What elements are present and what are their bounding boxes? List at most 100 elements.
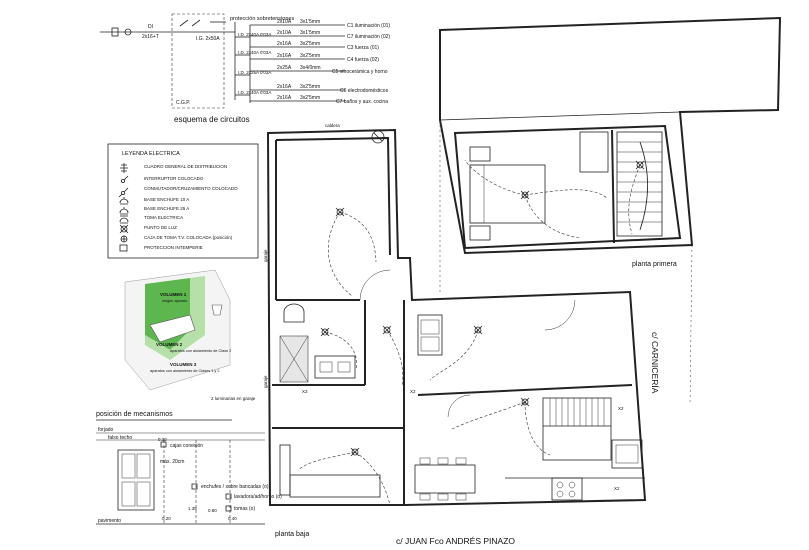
first-floor-stairs [616, 131, 663, 237]
washbasin [211, 304, 223, 316]
door-swing [544, 299, 576, 331]
legend-item: BASE ENCHUFE 25 A [119, 206, 189, 217]
light-point-icon [520, 397, 530, 407]
nightstand [469, 146, 491, 162]
circuit-name: C5 vitrocerámica y horno [332, 69, 388, 75]
dimension-label: 0.40 [228, 516, 237, 521]
protection-label: protección sobretensiones [230, 16, 294, 22]
light-point-icon [473, 325, 483, 335]
light-point-icon [635, 160, 645, 170]
window-elevation [117, 449, 155, 511]
circuit-cable: 3x2'5mm [300, 95, 320, 101]
bed [469, 164, 546, 224]
differential-label: I.D. 2x40A 0'03A [238, 50, 271, 55]
legend: LEYENDA ELECTRICA CUADRO GENERAL DE DIST… [107, 143, 259, 259]
legend-item: CAJA DE TOMA T.V. COLOCADA (posición) [120, 235, 233, 243]
panel-icon [120, 163, 128, 173]
mechanisms-title: posición de mecanismos [96, 411, 173, 418]
slab-label: forjado [98, 427, 114, 433]
dimension-label: 0.20 [162, 516, 171, 521]
ground-floor-plan: caldera garaje garaje 2 luminarias en ga… [211, 123, 647, 538]
max-height-label: máx. 20cm [160, 459, 184, 465]
boiler-label: caldera [325, 123, 340, 128]
differential-label: I.D. 2x25A 0'03A [238, 70, 271, 75]
room-label: X2 [410, 389, 416, 394]
light-point-icon [320, 327, 330, 337]
legend-item: BASE ENCHUFE 10 A [119, 197, 189, 205]
room-label: X2 [614, 486, 620, 491]
legend-label: BASE ENCHUFE 10 A [144, 197, 189, 202]
appliance-sockets-label: lavadora/ad/horno (o) [234, 494, 282, 500]
circuit-row: 2x16A 3x2'5mm C3 fuerza (01) [250, 41, 379, 51]
box-icon [119, 244, 128, 252]
light-point-icon [520, 190, 530, 200]
circuit-breaker: 2x10A [277, 19, 292, 25]
garage-label: garaje [263, 249, 268, 262]
wardrobe [579, 131, 609, 173]
socket-icon [119, 217, 129, 224]
volume-1-label: VOLUMEN 1 [160, 292, 187, 297]
legend-label: PUNTO DE LUZ [144, 225, 177, 230]
door-swing [447, 394, 471, 418]
legend-label: CAJA DE TOMA T.V. COLOCADA (posición) [144, 235, 233, 240]
circuit-breaker: 2x25A [277, 65, 292, 71]
door-swing [359, 269, 391, 301]
incoming-cable-label: 2x16+T [142, 34, 159, 40]
main-breaker-label: I.G. 2x50A [196, 36, 220, 42]
light-point-icon [382, 325, 392, 335]
legend-title: LEYENDA ELECTRICA [122, 151, 180, 157]
circuit-name: C4 fuerza (02) [347, 57, 379, 63]
sofa [289, 474, 381, 498]
light-point-icon [335, 207, 345, 217]
bathtub [149, 314, 196, 343]
legend-label: INTERRUPTOR COLOCADO [144, 176, 204, 181]
outlets-label: tomas (o) [234, 506, 255, 512]
differentials: I.D. 2x40A 0'03A I.D. 2x40A 0'03A I.D. 2… [235, 25, 271, 103]
volume-3-label: VOLUMEN 3 [170, 362, 197, 367]
legend-label: BASE ENCHUFE 25 A [144, 206, 189, 211]
legend-item: PROTECCION INTEMPERIE [119, 244, 203, 252]
legend-item: TOMA ELECTRICA [119, 215, 183, 224]
circuit-name: C3 fuerza (01) [347, 45, 379, 51]
circuit-row: 2x16A 3x2'5mm C6 electrodomésticos [250, 84, 389, 94]
circuit-cable: 3x1'5mm [300, 19, 320, 25]
circuit-schema: DI 2x16+T C.G.P. I.G. 2x50A protección s… [100, 13, 390, 124]
sofa-side [279, 444, 291, 496]
boiler-icon [371, 130, 385, 144]
circuit-name: C6 electrodomésticos [340, 88, 389, 94]
dimension-label: 0.30 [158, 437, 167, 442]
cgp-label: C.G.P. [176, 100, 190, 106]
volume-3-desc: aparatos con aislamiento de Clases 1 y 2 [150, 369, 219, 373]
circuit-row: 2x16A 3x2'5mm C4 fuerza (02) [250, 53, 379, 63]
first-floor-plan: planta primera [439, 16, 782, 406]
circuit-row: 2x25A 3x4/0mm C5 vitrocerámica y horno [250, 65, 388, 75]
legend-item: PUNTO DE LUZ [119, 224, 177, 234]
dimension-label: 1.35 [188, 506, 197, 511]
circuit-row: 2x10A 3x1'5mm C1 iluminación (01) [250, 19, 390, 29]
legend-item: CUADRO GENERAL DE DISTRIBUCION [120, 163, 227, 173]
false-ceiling-label: falso techo [108, 435, 132, 441]
legend-item: INTERRUPTOR COLOCADO [121, 175, 204, 183]
circuit-rows: 2x10A 3x1'5mm C1 iluminación (01) 2x10A … [250, 19, 390, 105]
volume-2-desc: aparatos con aislamiento de Clase 2 [170, 349, 231, 353]
circuit-cable: 3x2'5mm [300, 41, 320, 47]
vanity [314, 355, 356, 379]
first-floor-title: planta primera [632, 261, 677, 268]
circuit-breaker: 2x16A [277, 95, 292, 101]
room-label: X3 [302, 389, 308, 394]
kitchen-sink [417, 314, 443, 356]
floor-label: pavimento [98, 518, 121, 524]
differential-label: I.D. 2x40A 0'03A [238, 32, 271, 37]
toilet [283, 303, 305, 323]
hob [551, 477, 583, 501]
circuit-name: C7 iluminación (02) [347, 34, 390, 40]
meter-icon [111, 27, 119, 37]
two-way-switch-icon [118, 187, 129, 198]
volume-2-label: VOLUMEN 2 [156, 342, 183, 347]
circuit-breaker: 2x16A [277, 53, 292, 59]
junction-boxes-label: cajas conexión [170, 443, 203, 449]
ground-floor-title: planta baja [275, 531, 309, 538]
room-label: X2 [618, 406, 624, 411]
volume-2-zone [145, 276, 205, 360]
